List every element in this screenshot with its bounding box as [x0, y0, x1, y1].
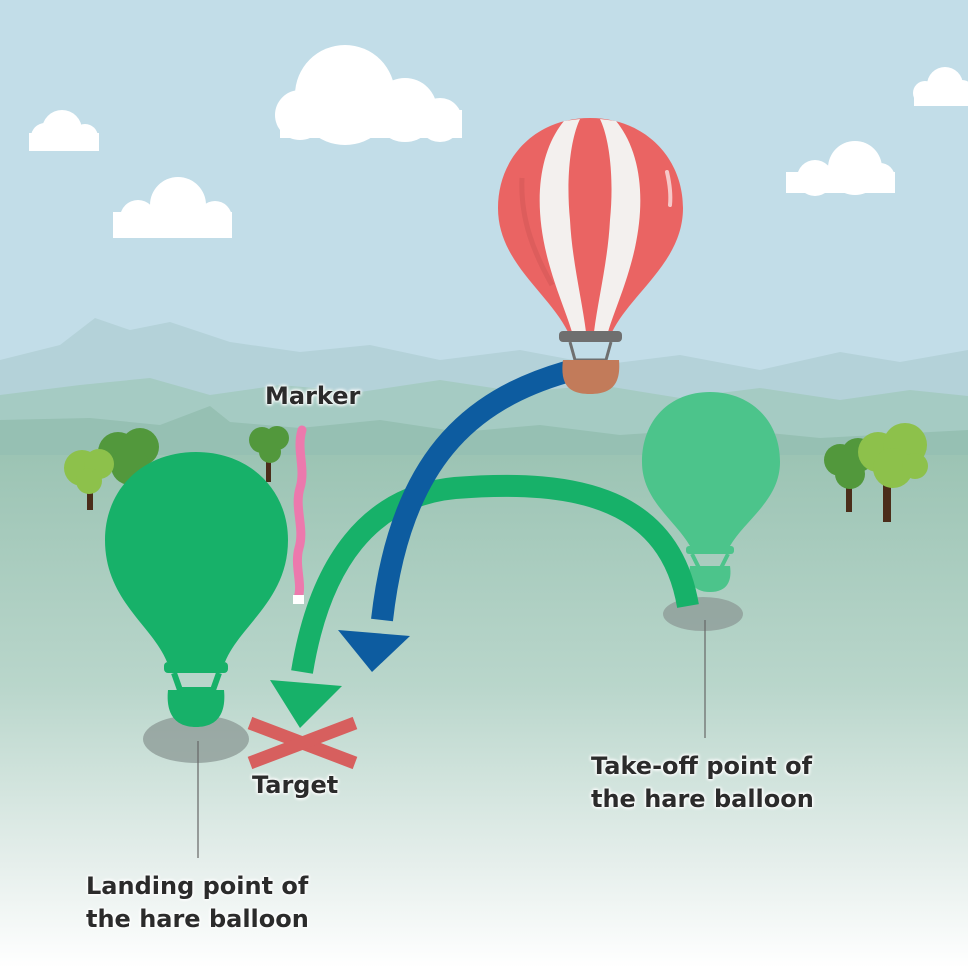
landing-label-line-1: Landing point of	[86, 870, 309, 903]
takeoff-label-line-1: Take-off point of	[591, 750, 814, 783]
marker-label: Marker	[265, 380, 360, 413]
marker-weight	[293, 595, 304, 604]
landing-label-line-2: the hare balloon	[86, 903, 309, 936]
marker-label-text: Marker	[265, 380, 360, 413]
target-label: Target	[252, 769, 338, 802]
takeoff-point-label: Take-off point of the hare balloon	[591, 750, 814, 816]
marker-ribbon-icon	[297, 430, 302, 598]
takeoff-shadow	[663, 597, 743, 631]
landing-point-label: Landing point of the hare balloon	[86, 870, 309, 936]
takeoff-label-line-2: the hare balloon	[591, 783, 814, 816]
target-label-text: Target	[252, 769, 338, 802]
